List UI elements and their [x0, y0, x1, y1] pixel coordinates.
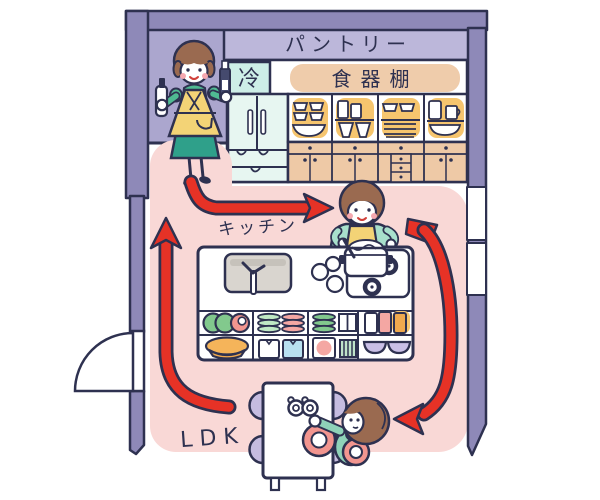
island-shelf-row1 [202, 311, 410, 334]
faucet-icon [250, 270, 257, 295]
cooking-pot [339, 238, 393, 278]
table-leg [315, 476, 327, 492]
pantry-label: パントリー [285, 32, 411, 56]
wall-right [466, 26, 488, 457]
dish-shelves [286, 92, 469, 144]
arrow-pantry-to-kitchen [183, 174, 335, 224]
plate-stack-icon [381, 103, 420, 138]
table-leg [269, 476, 281, 492]
refrigerator: 冷 [226, 60, 290, 184]
chair [248, 434, 265, 465]
arrowhead-left-icon [392, 402, 425, 436]
window-upper [466, 186, 487, 241]
hand [219, 90, 233, 104]
shoe-icon [199, 176, 211, 184]
arrowhead-right-icon [302, 192, 335, 224]
door-arc [73, 331, 135, 393]
wall-left-lower [128, 389, 146, 456]
ldk-label: LDK [179, 424, 245, 453]
whisk-icon [342, 238, 356, 259]
door-swing [73, 329, 146, 393]
fridge-label: 冷 [238, 67, 260, 92]
wall-top [124, 9, 489, 32]
woman-carrying-bottles [154, 39, 233, 186]
bowl-stack-icon [291, 102, 327, 137]
pantry-unit: 冷 食器棚 [225, 58, 469, 184]
eggs-icon [310, 255, 345, 294]
hair-swirl [376, 402, 386, 430]
lower-cabinets [286, 140, 469, 184]
wall-left-middle [128, 194, 146, 334]
wall-left-upper [124, 9, 150, 200]
hand [155, 98, 169, 112]
dish-cabinet-label-blob: 食器棚 [290, 64, 460, 92]
walls [124, 9, 489, 457]
cups-on-table-icon [287, 396, 319, 417]
face [341, 409, 365, 435]
hand [308, 414, 322, 428]
island-shelf-row2 [204, 336, 412, 360]
pantry-header: パントリー [222, 27, 474, 62]
bottle-cap [159, 78, 165, 88]
arrowhead-up-icon [149, 216, 183, 250]
dish-cabinet-label: 食器棚 [332, 67, 419, 91]
arrow-kitchen-to-dining [392, 217, 459, 436]
sink [223, 252, 293, 295]
child-carrying-plates [301, 396, 391, 467]
pitcher-cup-icon [427, 100, 464, 136]
cups-icon [335, 100, 374, 138]
arrow-dining-to-pantry [149, 216, 237, 415]
window-lower [466, 242, 487, 296]
chair [248, 390, 265, 421]
kitchen-label: キッチン [218, 216, 299, 240]
flow-arrows [149, 174, 459, 436]
